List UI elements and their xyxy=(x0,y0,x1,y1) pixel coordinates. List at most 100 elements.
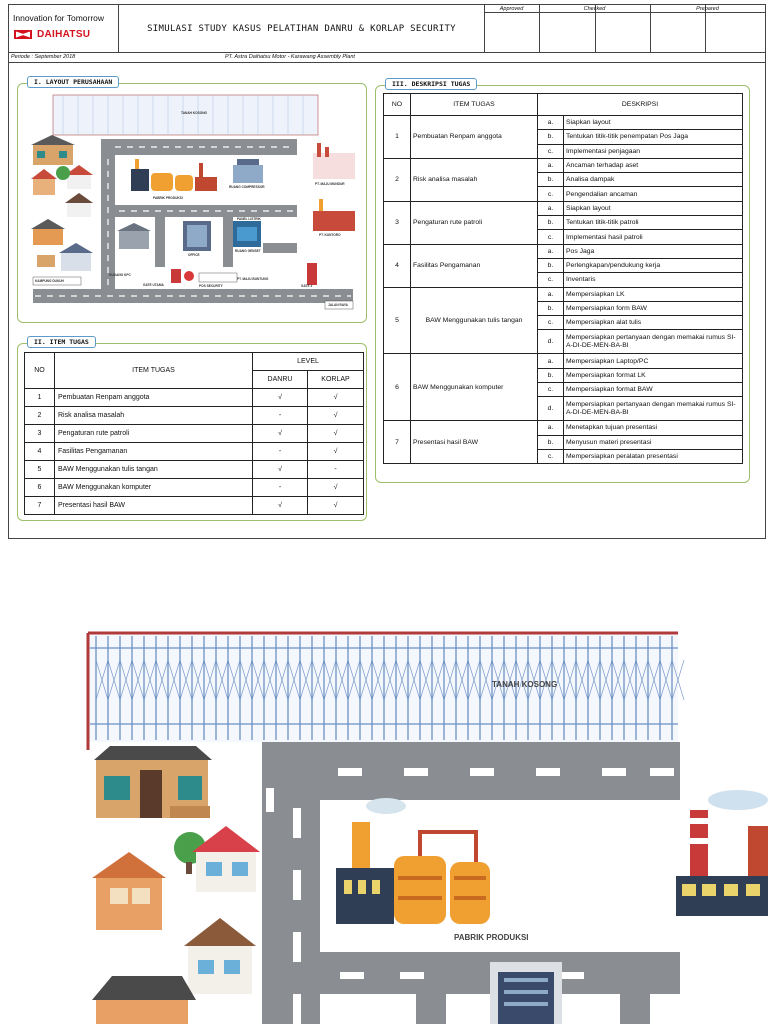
plant-text: PT. Astra Daihatsu Motor - Karawang Asse… xyxy=(225,54,355,60)
cell-description: Implementasi hasil patroli xyxy=(562,229,744,245)
vacant-land xyxy=(52,94,319,136)
cell-korlap: √ xyxy=(306,424,365,443)
layout-map-drawing xyxy=(31,94,355,310)
cell-danru: √ xyxy=(252,388,308,407)
approval-block: Approved Checked Prepared xyxy=(484,5,765,53)
cell-letter: a. xyxy=(537,157,564,174)
cell-korlap: √ xyxy=(306,496,365,515)
cell-no: 3 xyxy=(383,200,411,245)
cell-letter: a. xyxy=(537,243,564,259)
sheet-subheader: Periode : September 2018 PT. Astra Daiha… xyxy=(9,53,765,63)
table-row: b.Tentukan titik-titik penempatan Pos Ja… xyxy=(384,129,744,145)
cell-item: Presentasi hasil BAW xyxy=(54,496,253,515)
cell-description: Ancaman terhadap aset xyxy=(562,157,744,174)
cell-description: Tentukan titik-titik penempatan Pos Jaga xyxy=(562,129,744,145)
description-panel xyxy=(375,85,750,483)
brand-tagline: Innovation for Tomorrow xyxy=(13,13,105,23)
cell-no: 5 xyxy=(383,286,411,355)
cell-no: 2 xyxy=(24,406,55,425)
cell-description: Analisa dampak xyxy=(562,172,744,188)
cell-item: Fasilitas Pengamanan xyxy=(54,442,253,461)
cell-letter: b. xyxy=(537,300,564,317)
col-level: LEVEL xyxy=(251,352,365,371)
items-section-title: II. ITEM TUGAS xyxy=(27,336,96,348)
col-danru: DANRU xyxy=(252,370,308,389)
col-item: ITEM TUGAS xyxy=(54,352,253,389)
cell-item: BAW Menggunakan tulis tangan xyxy=(410,286,538,355)
cell-letter: b. xyxy=(537,129,564,145)
cell-no: 5 xyxy=(24,460,55,479)
zoom-map-drawing xyxy=(86,631,768,1024)
desc-col-item: ITEM TUGAS xyxy=(410,93,538,116)
main-road-label: JALAN RAYA xyxy=(328,303,348,307)
table-row: c.Implementasi penjagaan xyxy=(384,143,744,159)
cell-item: Pengaturan rute patroli xyxy=(54,424,253,443)
housing-cluster xyxy=(31,135,93,271)
cell-danru: √ xyxy=(252,496,308,515)
panel-label: PANEL LISTRIK xyxy=(237,217,261,221)
zoom-houses xyxy=(92,746,260,1024)
cell-description: Siapkan layout xyxy=(562,114,744,131)
table-row: b.Analisa dampak xyxy=(384,172,744,188)
cell-item: BAW Menggunakan komputer xyxy=(410,353,538,422)
cell-letter: c. xyxy=(537,272,564,288)
cell-no: 3 xyxy=(24,424,55,443)
cell-letter: b. xyxy=(537,257,564,274)
prepared-label: Prepared xyxy=(650,5,765,13)
cell-danru: - xyxy=(252,478,308,497)
cell-description: Implementasi penjagaan xyxy=(562,143,744,159)
cell-description: Mempersiapkan LK xyxy=(562,286,744,302)
cell-description: Tentukan titik-titik patroli xyxy=(562,215,744,231)
cell-letter: a. xyxy=(537,200,564,217)
cell-no: 4 xyxy=(24,442,55,461)
table-row: b.Tentukan titik-titik patroli xyxy=(384,215,744,231)
utility-buildings xyxy=(117,159,263,251)
cell-no: 4 xyxy=(383,243,411,288)
sheet-header: Innovation for Tomorrow DAIHATSU SIMULAS… xyxy=(9,5,765,53)
gate-label: GATE UTAMA xyxy=(143,283,164,287)
cell-letter: c. xyxy=(537,229,564,245)
office-label: OFFICE xyxy=(188,253,200,257)
cell-korlap: √ xyxy=(306,442,365,461)
cell-no: 1 xyxy=(24,388,55,407)
cell-no: 7 xyxy=(24,496,55,515)
study-case-sheet: Innovation for Tomorrow DAIHATSU SIMULAS… xyxy=(8,4,766,539)
table-row: c.Mempersiapkan peralatan presentasi xyxy=(384,448,744,465)
zoom-industrial xyxy=(676,790,768,916)
cell-letter: a. xyxy=(537,353,564,369)
zoom-factory xyxy=(336,798,490,924)
cell-korlap: √ xyxy=(306,406,365,425)
production-label: PABRIK PRODUKSI xyxy=(153,196,183,200)
cell-letter: b. xyxy=(537,172,564,188)
post-label: POS SECURITY xyxy=(199,284,223,288)
table-row: d.Mempersiapkan pertanyaan dengan memaka… xyxy=(384,329,744,355)
table-row: c.Implementasi hasil patroli xyxy=(384,229,744,245)
vacant-land-label: TANAH KOSONG xyxy=(181,111,207,115)
cell-item: Risk analisa masalah xyxy=(54,406,253,425)
warehouse-label: GUDANG KPC xyxy=(109,273,131,277)
cell-description: Mempersiapkan format BAW xyxy=(562,382,744,398)
cell-description: Inventaris xyxy=(562,272,744,288)
cell-danru: - xyxy=(252,406,308,425)
table-row: c.Pengendalian ancaman xyxy=(384,186,744,202)
cell-letter: a. xyxy=(537,114,564,131)
cell-letter: c. xyxy=(537,382,564,398)
cell-item: Presentasi hasil BAW xyxy=(410,420,538,465)
col-korlap: KORLAP xyxy=(306,370,365,389)
col-no: NO xyxy=(24,352,55,389)
brand-name: DAIHATSU xyxy=(37,28,91,40)
desc-col-no: NO xyxy=(383,93,411,116)
approved-label: Approved xyxy=(484,5,539,13)
document-title: SIMULASI STUDY KASUS PELATIHAN DANRU & K… xyxy=(147,24,456,34)
cell-letter: b. xyxy=(537,434,564,450)
cell-item: Pembuatan Renpam anggota xyxy=(54,388,253,407)
cell-description: Mempersiapkan format LK xyxy=(562,367,744,384)
table-row: c.Mempersiapkan format BAW xyxy=(384,382,744,398)
cell-item: Pengaturan rute patroli xyxy=(410,200,538,245)
cell-description: Mempersiapkan alat tulis xyxy=(562,315,744,331)
